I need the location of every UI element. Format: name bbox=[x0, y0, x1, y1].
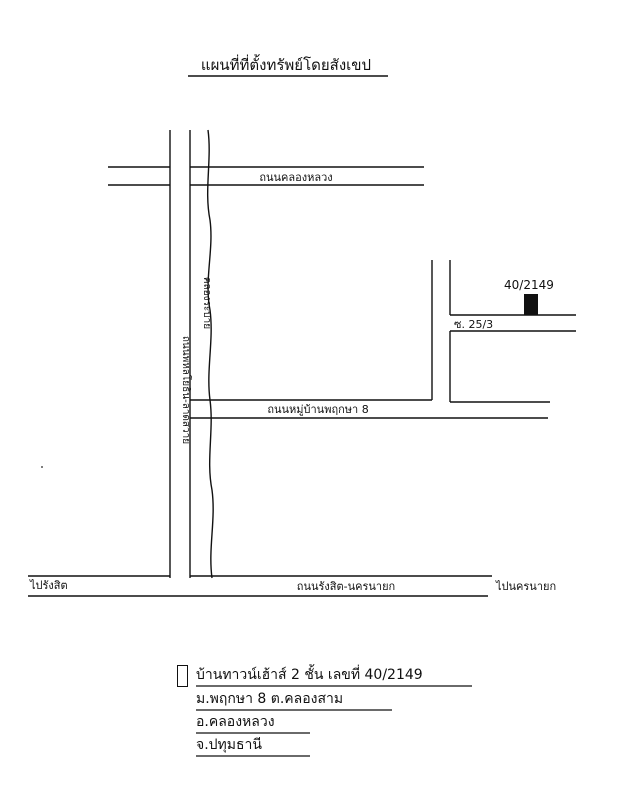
stray-mark bbox=[41, 466, 43, 468]
mid-road-label: ถนนหมู่บ้านพฤกษา 8 bbox=[267, 403, 368, 416]
house-number-label: 40/2149 bbox=[504, 278, 554, 292]
legend-line-2: ม.พฤกษา 8 ต.คลองสาม bbox=[196, 691, 344, 707]
left-end-label: ไปรังสิต bbox=[29, 579, 68, 592]
legend-line-4: จ.ปทุมธานี bbox=[196, 737, 262, 753]
legend-symbol-box bbox=[177, 665, 188, 687]
soi-label: ซ. 25/3 bbox=[454, 318, 493, 331]
road-network bbox=[28, 129, 576, 597]
left-road-label: ถนนพหลโยธิน-ลาดสวาย bbox=[180, 336, 193, 444]
legend-underlines bbox=[196, 685, 472, 757]
bottom-road-label: ถนนรังสิต-นครนายก bbox=[297, 580, 395, 593]
legend-line-3: อ.คลองหลวง bbox=[196, 714, 275, 730]
legend-line-1: บ้านทาวน์เฮ้าส์ 2 ชั้น เลขที่ 40/2149 bbox=[196, 667, 423, 683]
top-road-label: ถนนคลองหลวง bbox=[259, 171, 332, 184]
property-marker bbox=[524, 294, 538, 315]
right-end-label: ไปนครนายก bbox=[495, 580, 556, 593]
canal-label: คลองระบาย bbox=[201, 277, 212, 329]
map-title: แผนที่ที่ตั้งทรัพย์โดยสังเขป bbox=[201, 54, 371, 74]
